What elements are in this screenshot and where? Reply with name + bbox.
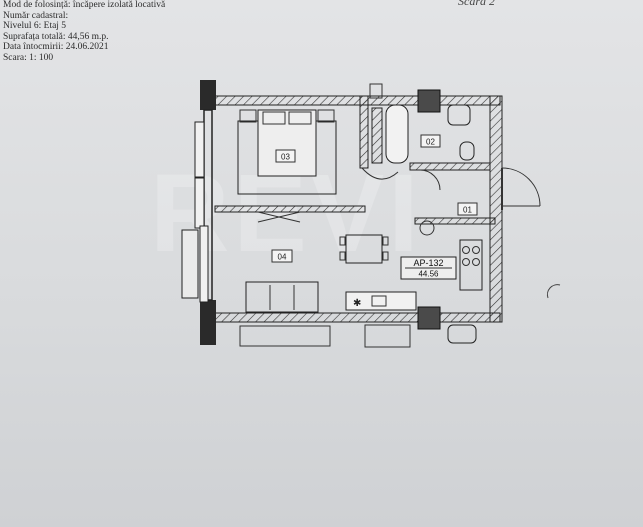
entrance-door-swing (501, 167, 541, 207)
stove-unit (459, 239, 483, 291)
room-label-02: 02 (426, 138, 435, 147)
sofa (245, 281, 319, 313)
column-top-left (200, 80, 216, 110)
wall-hall (414, 217, 496, 225)
burner (472, 246, 480, 254)
scale: Scara: 1: 100 (3, 52, 54, 63)
door-swing-03 (361, 167, 399, 180)
wall-bottom (214, 312, 501, 323)
burner (462, 258, 470, 266)
shaft-top (417, 89, 441, 113)
window-left-3 (181, 229, 199, 299)
apartment-code: AP-132 (413, 258, 443, 268)
header-right-text: Scara 2 (458, 0, 495, 8)
wall-bath-bottom (409, 162, 491, 171)
nightstand-left (239, 109, 257, 123)
toilet (459, 141, 475, 161)
dining-table (345, 234, 383, 264)
total-area: Suprafața totală: 44,56 m.p. (3, 31, 109, 42)
room-label-03: 03 (281, 153, 290, 162)
window-left-frame (199, 225, 209, 303)
column-bottom-left (200, 300, 216, 345)
nightstand-right (317, 109, 335, 123)
corner-arc (546, 284, 561, 299)
kitchen-sink (371, 295, 387, 307)
door-swing-02 (419, 169, 441, 191)
burner (462, 246, 470, 254)
cadastral-number: Număr cadastral: (3, 10, 69, 21)
burner (472, 258, 480, 266)
balcony-unit (364, 324, 411, 348)
pillow-left (262, 111, 286, 125)
pipe-top (369, 83, 383, 99)
bathtub (385, 104, 409, 164)
document-metadata: Mod de folosință: încăpere izolată locat… (3, 0, 165, 64)
bath-wall-tile (371, 107, 383, 164)
pillow-right (288, 111, 312, 125)
room-label-01: 01 (463, 206, 472, 215)
svg-text:✱: ✱ (353, 298, 361, 309)
shaft-bottom (417, 306, 441, 330)
usage-mode: Mod de folosință: încăpere izolată locat… (3, 0, 166, 10)
boiler (419, 220, 435, 236)
room-label-04: 04 (278, 253, 287, 262)
apartment-area: 44.56 (418, 270, 439, 279)
kitchen-counter (345, 291, 417, 311)
date-drawn: Data întocmirii: 24.06.2021 (3, 42, 109, 53)
bath-sink (447, 104, 471, 126)
wall-partition-03 (214, 205, 366, 213)
balcony-railing (239, 325, 331, 347)
window-left-1 (194, 121, 205, 178)
balcony-sink (447, 324, 477, 344)
level-floor: Nivelul 6: Etaj 5 (3, 21, 67, 32)
wall-right (489, 95, 503, 323)
wall-bath-left (359, 95, 369, 169)
bed (257, 109, 317, 177)
window-left-2 (194, 177, 205, 229)
wall-top (214, 95, 501, 106)
